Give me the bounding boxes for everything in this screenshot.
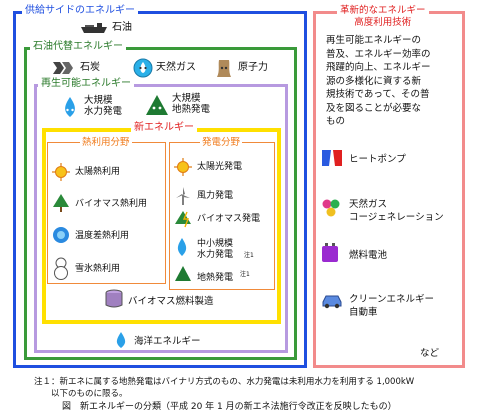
biomass-power-icon xyxy=(174,210,192,232)
biomass-fuel-label: バイオマス燃料製造 xyxy=(128,296,214,307)
solar-pv-icon xyxy=(174,158,192,180)
oil-label: 石油 xyxy=(112,22,132,33)
biomass-fuel-icon xyxy=(104,289,124,313)
power-item-label: バイオマス発電 xyxy=(197,214,261,224)
coal-icon xyxy=(52,60,74,80)
large-hydro-label: 大規模 水力発電 xyxy=(84,95,123,117)
ocean-energy-icon xyxy=(113,331,129,353)
footnote: 注１：新エネに属する地熱発電はバイナリ方式のもの、水力発電は未利用水力を利用する… xyxy=(34,377,415,399)
gas-cogeneration-icon xyxy=(321,198,341,222)
temperature-difference-icon xyxy=(52,226,70,248)
heat-item-label: 太陽熱利用 xyxy=(75,167,121,177)
large-geothermal-icon xyxy=(145,94,169,120)
natural-gas-label: 天然ガス xyxy=(156,62,196,73)
large-geothermal-label: 大規模 地熱発電 xyxy=(172,93,211,115)
innovative-title: 革新的なエネルギー 高度利用技術 xyxy=(337,5,429,29)
oil-alternative-frame xyxy=(24,47,297,360)
supply-side-frame xyxy=(13,11,307,368)
heat-item-label: 温度差熱利用 xyxy=(75,231,130,241)
innov-item-label: 燃料電池 xyxy=(349,250,388,261)
coal-label: 石炭 xyxy=(80,62,100,73)
biomass-heat-icon xyxy=(52,193,70,217)
innov-item-label: クリーンエネルギー 自動車 xyxy=(349,294,435,318)
renewable-title: 再生可能エネルギー xyxy=(38,78,134,90)
heat-item-label: 雪氷熱利用 xyxy=(75,264,121,274)
natural-gas-icon xyxy=(133,58,153,82)
power-item-label: 太陽光発電 xyxy=(197,162,243,172)
small-hydro-note-mark: 注1 xyxy=(244,252,254,259)
power-item-label: 風力発電 xyxy=(197,191,234,201)
nuclear-label: 原子力 xyxy=(238,62,268,73)
nuclear-plant-icon xyxy=(214,58,234,82)
oil-alternative-title: 石油代替エネルギー xyxy=(30,41,126,53)
fuel-cell-icon xyxy=(321,243,339,267)
large-hydro-icon xyxy=(60,96,80,122)
geothermal-power-icon xyxy=(174,265,192,287)
renewable-frame xyxy=(34,84,288,353)
clean-vehicle-icon xyxy=(321,293,343,313)
heat-use-title: 熱利用分野 xyxy=(80,137,132,149)
power-item-label: 地熱発電 xyxy=(197,273,234,283)
innovative-description: 再生可能エネルギーの 普及、エネルギー効率の 飛躍的向上、エネルギー 源の多様化… xyxy=(326,35,431,127)
power-generation-title: 発電分野 xyxy=(200,137,243,149)
solar-thermal-icon xyxy=(52,163,70,185)
snow-ice-icon xyxy=(52,256,70,284)
oil-tanker-icon xyxy=(80,20,108,39)
ocean-energy-label: 海洋エネルギー xyxy=(134,336,201,347)
power-item-label: 中小規模 水力発電 xyxy=(197,239,234,260)
innov-item-label: ヒートポンプ xyxy=(349,154,406,165)
small-hydro-icon xyxy=(174,237,190,261)
heat-item-label: バイオマス熱利用 xyxy=(75,199,148,209)
new-energy-title: 新エネルギー xyxy=(131,122,197,134)
innov-item-label: 天然ガス コージェネレーション xyxy=(349,199,444,223)
heat-pump-icon xyxy=(321,148,343,172)
geothermal-note-mark: 注1 xyxy=(240,271,250,278)
wind-power-icon xyxy=(174,186,192,210)
etc-label: など xyxy=(420,348,440,359)
figure-caption: 図 新エネルギーの分類（平成 20 年 1 月の新エネ法施行令改正を反映したもの… xyxy=(62,402,397,412)
supply-side-title: 供給サイドのエネルギー xyxy=(22,5,138,17)
